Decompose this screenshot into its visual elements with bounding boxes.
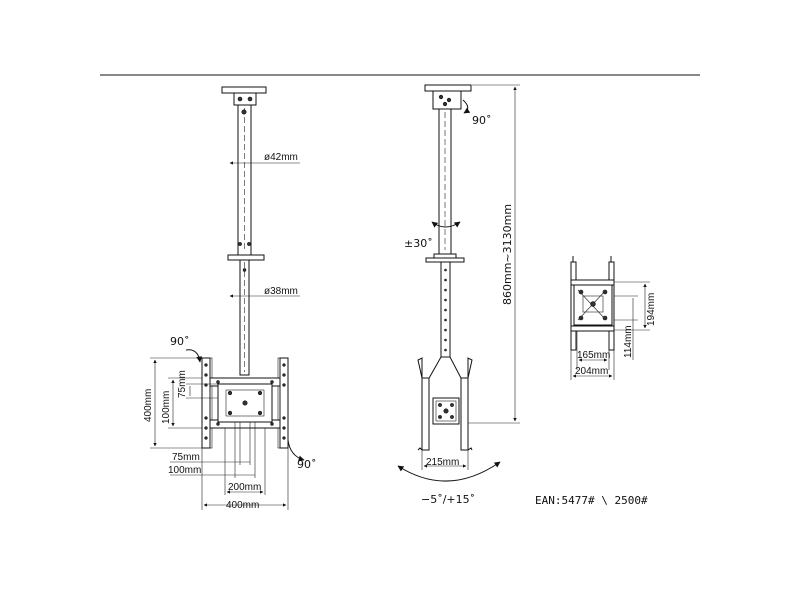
- vesa-width-400: 400mm: [226, 500, 259, 511]
- detail-outer-height: 194mm: [646, 293, 657, 326]
- detail-outer-width: 204mm: [575, 366, 608, 377]
- ean-code: EAN:5477# \ 2500#: [535, 494, 648, 507]
- vesa-height-400: 400mm: [143, 389, 154, 422]
- front-tilt-top-label: 90˚: [170, 335, 190, 348]
- tilt-arrow-bottom: [287, 439, 305, 462]
- detail-inner-height: 114mm: [623, 325, 634, 358]
- tilt-range-label: −5˚/+15˚: [421, 493, 475, 506]
- tube-lower-diameter: ø38mm: [264, 286, 298, 297]
- vesa-width-200: 200mm: [228, 482, 261, 493]
- bracket-detail: [570, 256, 650, 380]
- side-ceiling-plate: [424, 84, 472, 92]
- side-right-arm: [460, 377, 469, 451]
- vesa-width-75: 75mm: [172, 452, 200, 463]
- tilt-arrow-top: [185, 349, 203, 363]
- vesa-height-75: 75mm: [177, 370, 188, 398]
- tube-collar: [227, 254, 265, 261]
- right-rail: [279, 357, 289, 449]
- tilt-range-arc: [397, 461, 501, 482]
- side-rotation-label: 90˚: [472, 114, 492, 127]
- ceiling-plate: [221, 86, 267, 94]
- swivel-arrow: [431, 221, 461, 228]
- front-tilt-bottom-label: 90˚: [297, 458, 317, 471]
- front-view: [150, 86, 305, 510]
- left-rail: [201, 357, 211, 449]
- side-rotation-arrow: [462, 99, 471, 114]
- height-range-label: 860mm~3130mm: [501, 204, 514, 305]
- swivel-label: ±30˚: [404, 237, 433, 250]
- side-bracket-width: 215mm: [426, 457, 459, 468]
- detail-inner-width: 165mm: [577, 350, 610, 361]
- side-left-arm: [421, 377, 430, 451]
- tube-upper-diameter: ø42mm: [264, 152, 298, 163]
- side-view: [397, 84, 520, 482]
- vesa-width-100: 100mm: [168, 465, 201, 476]
- vesa-height-100: 100mm: [161, 391, 172, 424]
